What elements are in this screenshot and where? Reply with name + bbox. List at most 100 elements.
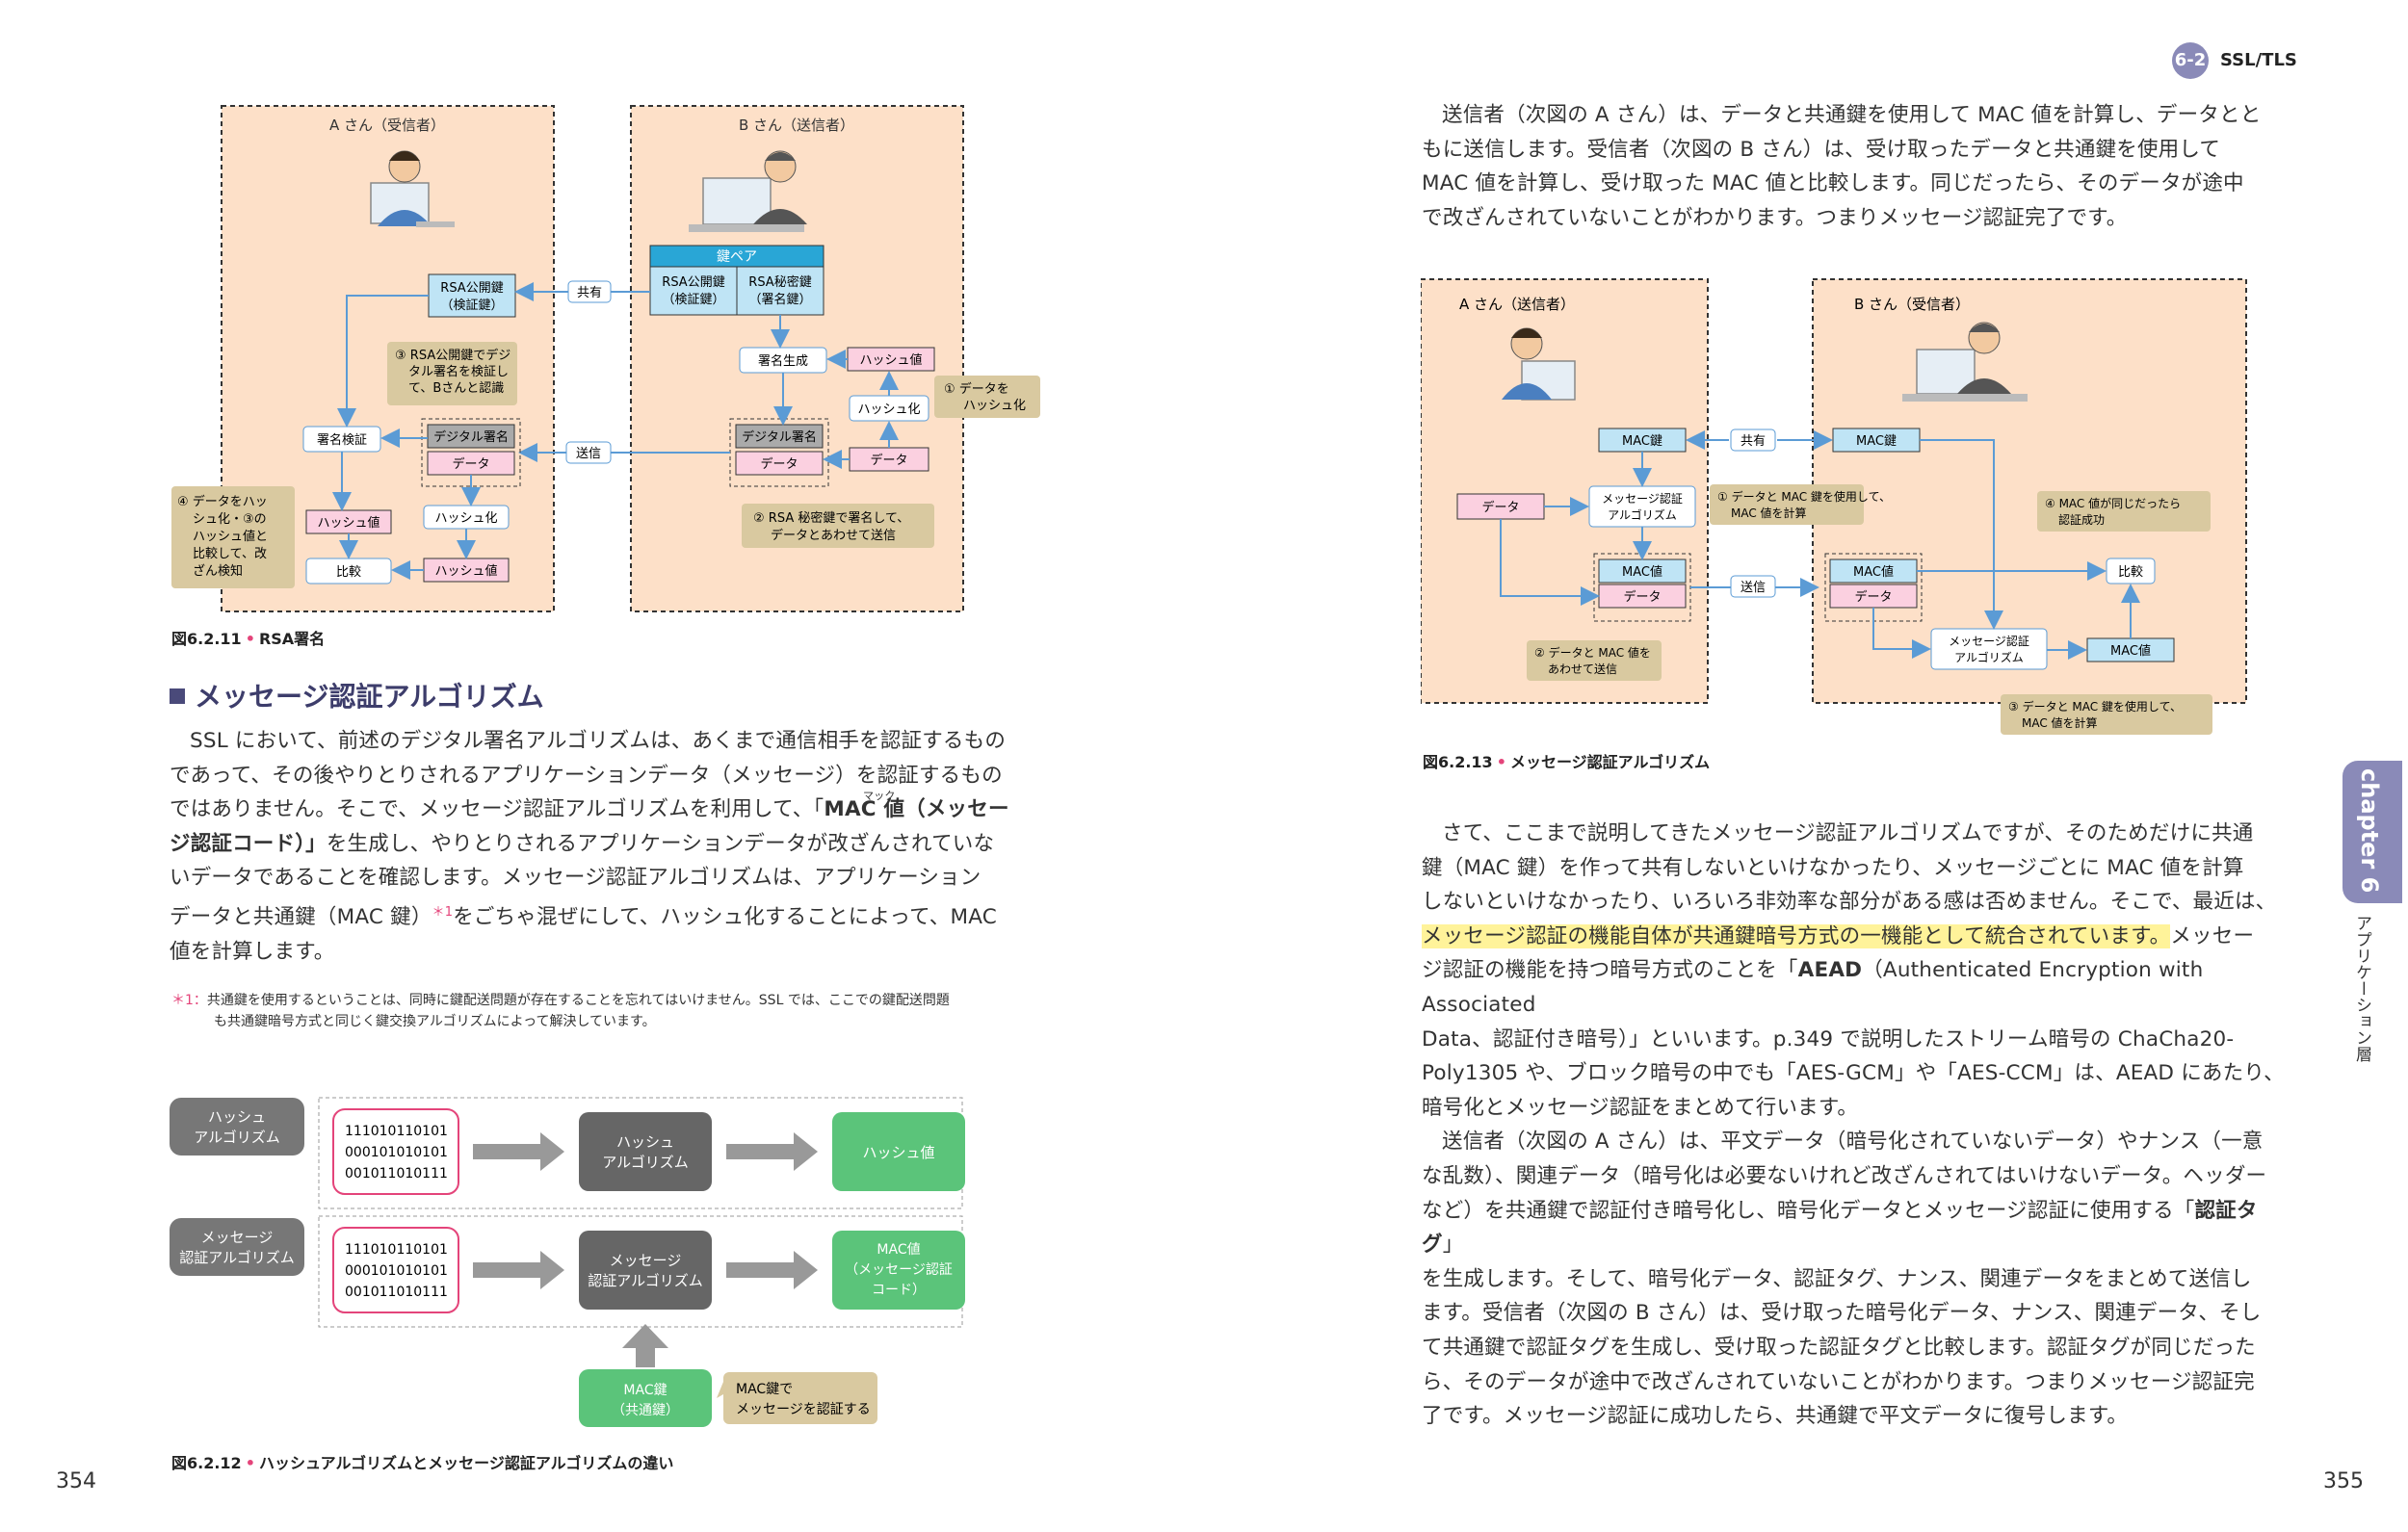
right-body-l10: な乱数）、関連データ（暗号化は必要ないけれど改ざんされてはいけないデータ。ヘッダ…	[1422, 1163, 2267, 1188]
row2-arrow-2	[726, 1251, 818, 1289]
footnote: ＊1：共通鍵を使用するということは、同時に鍵配送問題が存在することを忘れてはいけ…	[171, 990, 1048, 1032]
note2-13-l1: ② データと MAC 値を	[1534, 645, 1651, 660]
right-body-l7: Poly1305 や、ブロック暗号の中でも「AES-GCM」や「AES-CCM」…	[1422, 1061, 2285, 1086]
ruby-mac: マック	[863, 790, 896, 803]
hash-value-box-b	[847, 347, 935, 372]
right-body-l8: 暗号化とメッセージ認証をまとめて行います。	[1422, 1095, 1859, 1120]
right-intro-l1: 送信者（次図の A さん）は、データと共通鍵を使用して MAC 値を計算し、デー…	[1442, 103, 2262, 127]
row1-out-box	[832, 1112, 965, 1191]
row2-algo-box	[579, 1231, 712, 1310]
row2-out-l2: （メッセージ認証	[845, 1262, 953, 1278]
row2-bits-l1: 111010110101	[345, 1242, 448, 1258]
rsa-private-key-box	[736, 266, 824, 316]
row2-algo-l2: 認証アルゴリズム	[588, 1272, 703, 1289]
digital-sig-box-b	[735, 424, 824, 449]
row1-label-box	[170, 1098, 304, 1155]
keypair-label: 鍵ペア	[717, 249, 757, 265]
fig11-caption-num: 図6.2.11	[171, 630, 242, 648]
footnote-l2: も共通鍵暗号方式と同じく鍵交換アルゴリズムによって解決しています。	[214, 1014, 656, 1029]
right-intro: 送信者（次図の A さん）は、データと共通鍵を使用して MAC 値を計算し、デー…	[1422, 98, 2289, 235]
hashing-b-label: ハッシュ化	[857, 402, 920, 417]
mac-algo-sender-l2: アルゴリズム	[1608, 507, 1677, 522]
row1-bits-l1: 111010110101	[345, 1124, 448, 1139]
page-number-left: 354	[56, 1469, 96, 1493]
right-body-l11a: など）を共通鍵で認証付き暗号化し、暗号化データとメッセージ認証に使用する「	[1422, 1198, 2195, 1223]
right-body-l4: メッセージ認証の機能自体が共通鍵暗号方式の一機能として統合されています。メッセー	[1422, 920, 2289, 954]
row2-label-l2: 認証アルゴリズム	[179, 1249, 295, 1266]
figure-rsa-signature: A さん（受信者） B さん（送信者） 鍵ペア RSA公開鍵 （検証鍵） RSA…	[171, 105, 1040, 612]
note4-box	[171, 486, 295, 588]
chapter-tab: chapter 6	[2343, 761, 2402, 903]
note4-l3: ハッシュ値と	[193, 529, 268, 544]
data-box-sender-2	[1598, 584, 1687, 609]
send-label: 送信	[576, 447, 601, 461]
row1-bits-l2: 000101010101	[345, 1145, 448, 1160]
row1-algo-l1: ハッシュ	[616, 1133, 674, 1151]
rsa-public-key-box	[649, 266, 738, 316]
key-note-l2: メッセージを認証する	[736, 1402, 871, 1417]
figure-mac-algorithm: A さん（送信者） B さん（受信者） MAC鍵 MAC鍵 共有 データ メッセ…	[1421, 278, 2247, 735]
row1-arrow-2	[726, 1132, 818, 1171]
send-label-13: 送信	[1741, 581, 1766, 595]
section-title: SSL/TLS	[2220, 50, 2297, 70]
fig12-caption: 図6.2.12•ハッシュアルゴリズムとメッセージ認証アルゴリズムの違い	[171, 1454, 674, 1472]
mac-algo-receiver-l1: メッセージ認証	[1949, 634, 2029, 648]
left-line-6b: をごちゃ混ぜにして、ハッシュ化することによって、MAC	[453, 905, 997, 930]
row2-bits-l2: 000101010101	[345, 1263, 448, 1279]
person-b-icon	[689, 150, 807, 232]
fig11-caption-title: RSA署名	[258, 630, 326, 648]
mac-key-a-label: MAC鍵	[1622, 433, 1662, 449]
person-b-icon-2	[1902, 322, 2028, 402]
right-body-l11c: 」	[1442, 1233, 1464, 1258]
mac-value-receiver	[1829, 558, 1918, 584]
right-body-l4b: メッセー	[2170, 923, 2255, 948]
left-line-4a: ジ認証コード）」	[170, 831, 327, 856]
person-a-icon	[370, 150, 455, 227]
row2-bits-box	[332, 1227, 459, 1313]
note3-l1: ③ RSA公開鍵でデジ	[395, 348, 510, 363]
footnote-ref: ＊1	[432, 904, 454, 920]
note2-13-box	[1527, 640, 1662, 681]
verify-label: 署名検証	[317, 432, 367, 448]
note4-13-l1: ④ MAC 値が同じだったら	[2045, 496, 2181, 510]
row2-label-box	[170, 1218, 304, 1276]
send-box-13	[1730, 575, 1776, 598]
data-sender-2-label: データ	[1623, 589, 1661, 605]
data-a-label: データ	[452, 456, 489, 472]
mac-value-computed-label: MAC値	[2110, 643, 2151, 659]
note1-l2: ハッシュ化	[963, 399, 1026, 413]
row1-bits-box	[332, 1108, 459, 1195]
note1-13-l1: ① データと MAC 鍵を使用して、	[1717, 489, 1891, 504]
digital-sig-b-label: デジタル署名	[742, 429, 817, 445]
section-heading: メッセージ認証アルゴリズム	[170, 676, 544, 714]
mac-value-computed	[2086, 637, 2175, 662]
mac-value-receiver-label: MAC値	[1853, 564, 1894, 580]
page-number-right: 355	[2323, 1469, 2364, 1493]
note3-13-box	[2001, 694, 2212, 735]
mac-key-a	[1598, 428, 1687, 453]
auth-tag-term: 認証タグ	[1422, 1198, 2258, 1258]
note2-box	[742, 504, 934, 548]
right-body-l9: 送信者（次図の A さん）は、平文データ（暗号化されていないデータ）やナンス（一…	[1442, 1130, 2264, 1155]
row2-out-l1: MAC値	[877, 1242, 920, 1258]
rsa-pub-l2: （検証鍵）	[662, 292, 724, 307]
data-sender-label: データ	[1481, 500, 1519, 515]
left-line-6a: データと共通鍵（MAC 鍵）	[170, 905, 432, 930]
note4-l5: ざん検知	[193, 563, 243, 579]
note3-13-l1: ③ データと MAC 鍵を使用して、	[2008, 699, 2182, 714]
left-line-4: ジ認証コード）」を生成し、やりとりされるアプリケーションデータが改ざんされていな	[170, 827, 1046, 862]
left-line-7: 値を計算します。	[170, 939, 335, 964]
footnote-mark: ＊1：	[171, 993, 207, 1008]
hash-value-box-a1	[305, 509, 392, 534]
row1-algo-l2: アルゴリズム	[602, 1154, 689, 1171]
hash-value-b-label: ハッシュ値	[859, 352, 922, 368]
row2-bits-l3: 001011010111	[345, 1285, 448, 1300]
note4-l2: シュ化・③の	[193, 512, 267, 527]
hashing-a-label: ハッシュ化	[434, 511, 497, 526]
note2-13-l2: あわせて送信	[1548, 662, 1617, 676]
digital-sig-box-a	[427, 424, 515, 449]
data-b2-label: データ	[760, 456, 798, 472]
data-b-label: データ	[870, 453, 907, 468]
note3-13-l2: MAC 値を計算	[2022, 715, 2098, 730]
figure-hash-vs-mac: ハッシュ アルゴリズム 111010110101 000101010101 00…	[170, 1097, 965, 1427]
